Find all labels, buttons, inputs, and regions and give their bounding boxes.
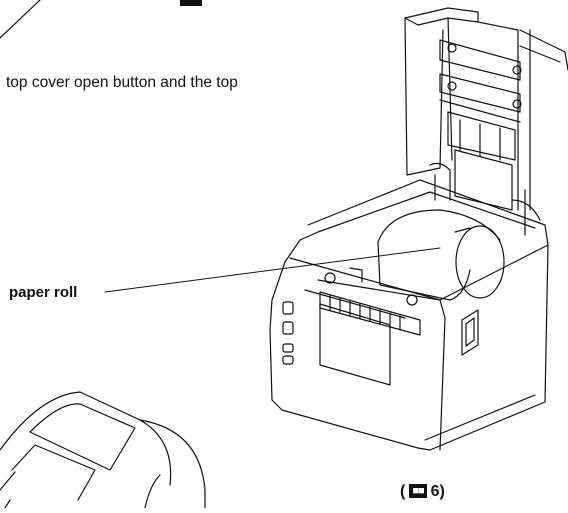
figure-ref-open: ( [400,483,406,500]
figure-badge-top [180,0,202,6]
instruction-text: top cover open button and the top [6,74,238,91]
spare-label-roll [0,391,206,509]
open-top-cover [404,7,568,236]
printer-body [269,179,549,451]
figure-badge-icon: ■■ [409,484,427,498]
corner-line [0,0,41,39]
figure-ref-close: ) [439,483,445,500]
paper-roll-label: paper roll [9,284,78,301]
figure-number: 6 [430,483,440,500]
figure-reference: (■■6) [400,483,445,501]
paper-roll-inside [377,209,505,301]
paper-roll-leader [104,247,441,293]
